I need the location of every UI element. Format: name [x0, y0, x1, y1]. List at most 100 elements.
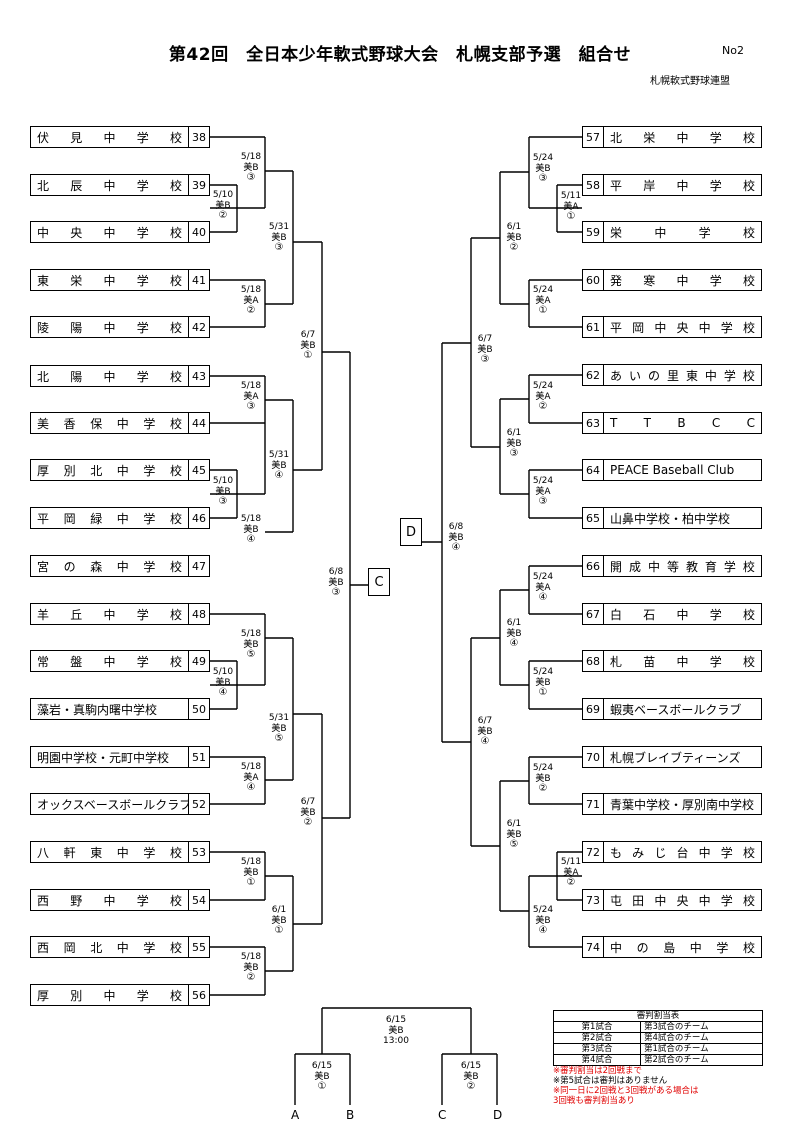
match-game-number: ①	[303, 350, 313, 361]
match-game-number: ③	[331, 587, 341, 598]
match-date: 5/18	[240, 285, 262, 295]
team-name: PEACE Baseball Club	[610, 463, 735, 477]
match-game-number: ②	[538, 783, 548, 794]
team-name: 中央中学校	[37, 225, 182, 240]
page-number: No2	[722, 44, 744, 57]
match-venue: 美A	[243, 391, 259, 402]
match-game-number: ②	[509, 242, 519, 253]
match-venue: 美A	[243, 295, 259, 306]
team-entry: 中央中学校 40	[30, 221, 210, 243]
team-number: 48	[188, 604, 209, 624]
match-venue: 美B	[448, 532, 464, 543]
team-name: 宮の森中学校	[37, 559, 182, 574]
match-venue: 美B	[506, 232, 522, 243]
referee-team: 第2試合のチーム	[640, 1054, 763, 1066]
final-slot-label: D	[493, 1108, 503, 1122]
team-name: 北栄中学校	[610, 130, 755, 145]
team-name: 平岡緑中学校	[37, 511, 182, 526]
match-venue: 美B	[463, 1071, 479, 1082]
team-number: 42	[188, 317, 209, 337]
team-name: 西野中学校	[37, 893, 182, 908]
referee-game: 第2試合	[553, 1032, 641, 1044]
final-slot-label: B	[346, 1108, 355, 1122]
match-venue: 美B	[535, 773, 551, 784]
team-number: 50	[188, 699, 209, 719]
match-date: 6/15	[460, 1061, 482, 1071]
match-venue: 美B	[271, 460, 287, 471]
team-name: 白石中学校	[610, 607, 755, 622]
team-number: 40	[188, 222, 209, 242]
match-date: 6/1	[506, 428, 522, 438]
referee-team: 第4試合のチーム	[640, 1032, 763, 1044]
match-venue: 美B	[243, 962, 259, 973]
referee-table-row: 第4試合第2試合のチーム	[553, 1054, 763, 1066]
team-number: 41	[188, 270, 209, 290]
match-game-number: ⑤	[246, 649, 256, 660]
final-time: 13:00	[383, 1036, 409, 1046]
match-venue: 美B	[300, 807, 316, 818]
team-number: 68	[583, 651, 604, 671]
team-name: 蝦夷ベースボールクラブ	[610, 702, 742, 717]
team-number: 52	[188, 794, 209, 814]
team-name: 羊丘中学校	[37, 607, 182, 622]
match-game-number: ④	[509, 638, 519, 649]
match-date: 5/18	[240, 857, 262, 867]
organizer-name: 札幌軟式野球連盟	[650, 76, 730, 87]
match-venue: 美B	[535, 677, 551, 688]
team-name: あいの里東中学校	[610, 368, 755, 383]
match-game-number: ④	[538, 592, 548, 603]
match-venue: 美B	[535, 163, 551, 174]
match-date: 5/10	[212, 190, 234, 200]
match-date: 5/10	[212, 667, 234, 677]
match-venue: 美B	[215, 677, 231, 688]
team-number: 65	[583, 508, 604, 528]
team-number: 54	[188, 890, 209, 910]
match-venue: 美A	[243, 772, 259, 783]
match-game-number: ①	[317, 1081, 327, 1092]
team-number: 58	[583, 175, 604, 195]
match-venue: 美B	[506, 829, 522, 840]
match-venue: 美B	[477, 726, 493, 737]
match-venue: 美A	[563, 867, 579, 878]
match-date: 5/10	[212, 476, 234, 486]
team-number: 39	[188, 175, 209, 195]
final-date: 6/15	[385, 1015, 407, 1025]
match-game-number: ①	[246, 877, 256, 888]
match-date: 5/24	[532, 572, 554, 582]
match-date: 6/15	[311, 1061, 333, 1071]
team-number: 45	[188, 460, 209, 480]
match-game-number: ①	[538, 687, 548, 698]
team-number: 73	[583, 890, 604, 910]
team-name: 中の島中学校	[610, 940, 755, 955]
bracket-box-d: D	[400, 518, 422, 546]
match-game-number: ①	[274, 925, 284, 936]
final-slot-label: A	[291, 1108, 300, 1122]
match-venue: 美A	[535, 582, 551, 593]
match-game-number: ③	[538, 173, 548, 184]
match-venue: 美B	[506, 628, 522, 639]
